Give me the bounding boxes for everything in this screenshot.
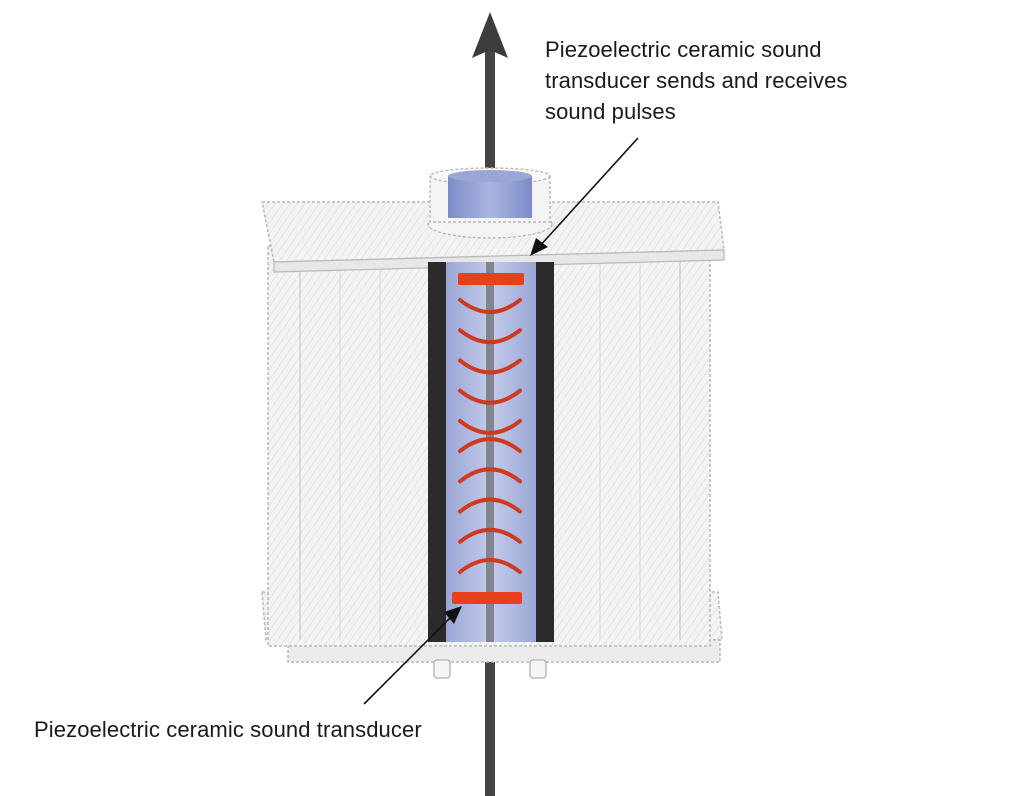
sound-wave-arcs xyxy=(458,298,522,574)
top-transducer-label: Piezoelectric ceramic sound transducer s… xyxy=(545,34,925,127)
transducer-top xyxy=(458,273,524,285)
bottom-transducer-label: Piezoelectric ceramic sound transducer xyxy=(34,717,422,742)
sound-wave-arc xyxy=(458,418,522,435)
transducer-bottom xyxy=(452,592,522,604)
sound-wave-arc xyxy=(458,358,522,375)
sound-wave-arc xyxy=(458,328,522,345)
leader-line-bottom xyxy=(363,606,462,705)
sound-wave-arc xyxy=(458,497,522,514)
top-cap xyxy=(427,167,553,239)
sound-wave-arc xyxy=(458,298,522,314)
top-label-line-3: sound pulses xyxy=(545,99,676,124)
leader-line-top xyxy=(530,137,639,256)
rod-arrow-head xyxy=(472,12,508,58)
sound-wave-arc xyxy=(458,437,522,454)
sound-wave-arc xyxy=(458,558,522,574)
top-label-line-2: transducer sends and receives xyxy=(545,68,848,93)
sound-wave-arc xyxy=(458,527,522,544)
measuring-tube xyxy=(428,262,554,642)
top-label-line-1: Piezoelectric ceramic sound xyxy=(545,37,822,62)
rod-lower xyxy=(485,660,495,796)
rod-upper xyxy=(485,40,495,200)
sound-wave-arc xyxy=(458,467,522,484)
sound-wave-arc xyxy=(458,388,522,405)
